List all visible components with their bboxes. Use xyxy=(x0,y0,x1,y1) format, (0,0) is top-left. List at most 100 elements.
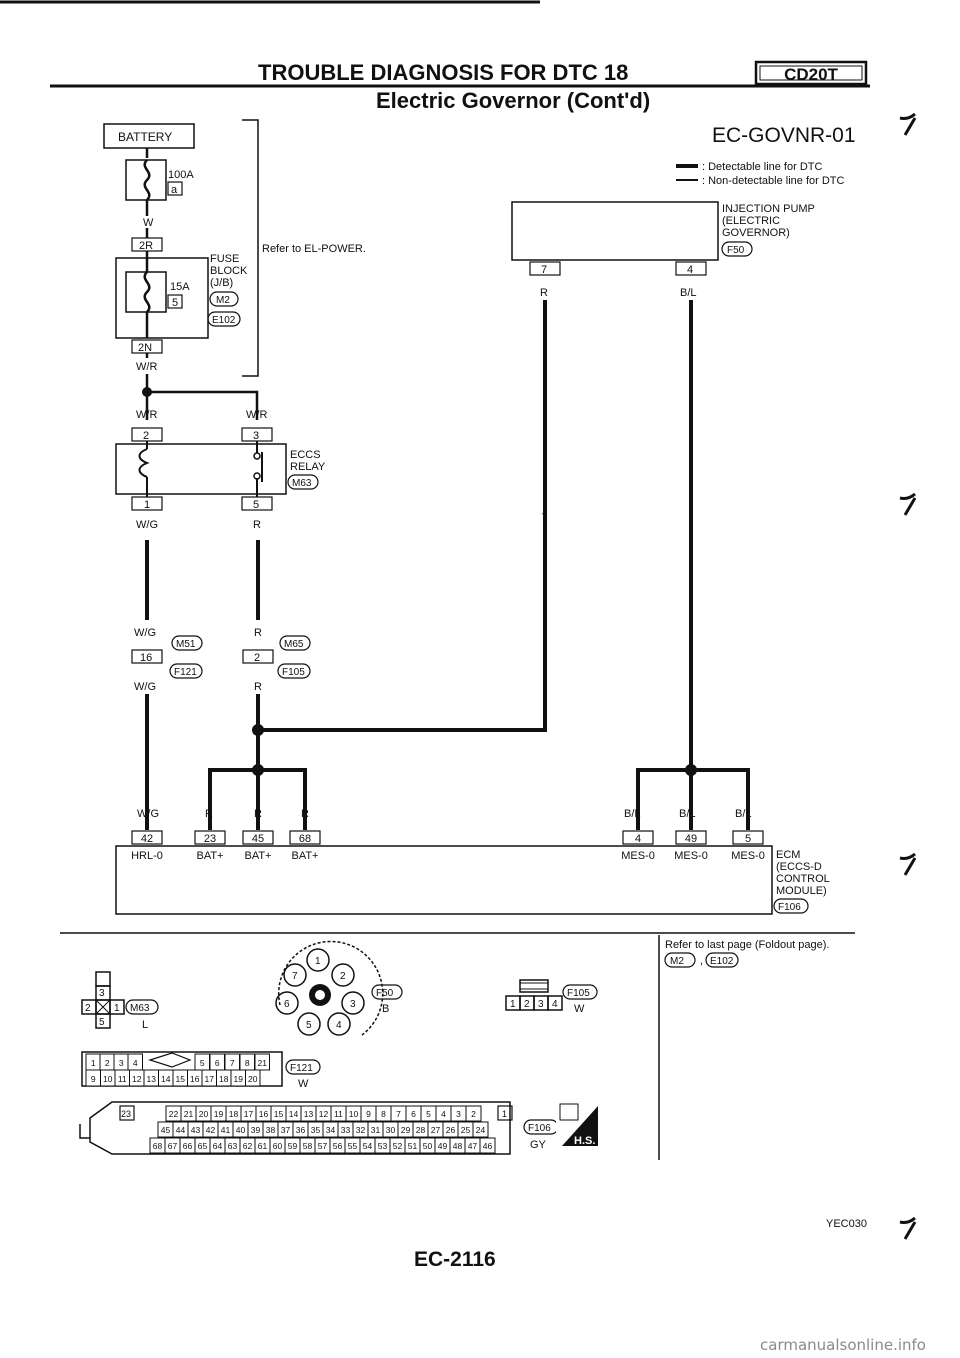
fuse-100a-pin: a xyxy=(171,184,178,196)
f121-pin-1: 1 xyxy=(91,1058,96,1068)
wire-color-wg-3: W/G xyxy=(134,681,156,693)
wire-color-wg-2: W/G xyxy=(134,627,156,639)
f105-pin-1: 1 xyxy=(510,999,516,1010)
f106-pin-24: 24 xyxy=(476,1125,486,1135)
f106-pin-49: 49 xyxy=(438,1141,448,1151)
f106-pin-55: 55 xyxy=(348,1141,358,1151)
joint-right-conn-bot xyxy=(277,663,311,679)
f106-pin-10: 10 xyxy=(349,1109,359,1119)
f106-pin-33: 33 xyxy=(341,1125,351,1135)
ecm-pin-box-5 xyxy=(732,830,764,845)
wire-color-wr-right: W/R xyxy=(246,409,267,421)
f106-pin-11: 11 xyxy=(334,1109,343,1119)
m63-code: M63 xyxy=(130,1003,150,1014)
pump-pin-box-4 xyxy=(675,261,707,276)
f121-pin-21: 21 xyxy=(258,1058,268,1068)
refer-conn-m2-label: M2 xyxy=(670,956,684,967)
relay-switch-icon xyxy=(256,441,263,497)
f121-pin-14: 14 xyxy=(161,1074,171,1084)
f106-pin-40: 40 xyxy=(236,1125,246,1135)
f106-pin-24-box xyxy=(472,1121,489,1138)
pump-pin-box-7 xyxy=(529,261,561,276)
wire-color-r-2: R xyxy=(254,627,262,639)
f106-pin-19: 19 xyxy=(214,1109,224,1119)
fuse-100a-icon xyxy=(143,148,151,216)
f121-pin-19: 19 xyxy=(234,1074,244,1084)
connector-m63: 3 2 1 5 M63 L xyxy=(81,971,159,1031)
f121-pin-4: 4 xyxy=(133,1058,138,1068)
pump-conn-f50 xyxy=(721,241,753,257)
f106-pin-29: 29 xyxy=(401,1125,411,1135)
relay-pin-3: 3 xyxy=(253,430,259,442)
f121-pin-12: 12 xyxy=(132,1074,142,1084)
ecm-conn-f106-label: F106 xyxy=(778,902,801,913)
f106-pin-50: 50 xyxy=(423,1141,433,1151)
f121-pin-2: 2 xyxy=(105,1058,110,1068)
connector-f105: 1 2 3 4 F105 W xyxy=(505,979,598,1015)
f105-pin-3: 3 xyxy=(538,999,544,1010)
m63-pin-5: 5 xyxy=(99,1017,105,1028)
f121-pin-6: 6 xyxy=(215,1058,220,1068)
f106-pin-20: 20 xyxy=(199,1109,209,1119)
refer-conn-e102 xyxy=(705,952,739,968)
f106-pin-68: 68 xyxy=(153,1141,163,1151)
f121-code: F121 xyxy=(290,1063,313,1074)
engine-badge-label: CD20T xyxy=(784,65,838,84)
relay-pin-2: 2 xyxy=(143,430,149,442)
f106-pin-4: 4 xyxy=(441,1109,446,1119)
pump-label-2: (ELECTRIC xyxy=(722,215,780,227)
ecm-pin-49: 49 xyxy=(685,833,697,845)
ecm-pin-4: 4 xyxy=(635,833,641,845)
f106-pin-46-box xyxy=(479,1137,496,1154)
m63-pin-1: 1 xyxy=(114,1003,120,1014)
f106-pin-22: 22 xyxy=(169,1109,179,1119)
fuse-block-label-3: (J/B) xyxy=(210,277,233,289)
f106-pin-39: 39 xyxy=(251,1125,261,1135)
f121-pin-20-box xyxy=(245,1069,261,1087)
ecm-pin-box-42 xyxy=(131,830,163,845)
ecm-pin-group: 42HRL-023BAT+45BAT+68BAT+4MES-049MES-05M… xyxy=(131,800,765,862)
f105-pin-4: 4 xyxy=(552,999,558,1010)
refer-el-power: Refer to EL-POWER. xyxy=(262,243,366,255)
refer-conn-e102-label: E102 xyxy=(710,956,734,967)
hs-badge-icon xyxy=(562,1106,598,1146)
ecm-pin-name-4: MES-0 xyxy=(621,850,655,862)
f106-pin-14: 14 xyxy=(289,1109,299,1119)
f105-code: F105 xyxy=(567,988,590,999)
page-subtitle: Electric Governor (Cont'd) xyxy=(376,88,650,113)
ecm-pin-box-23 xyxy=(194,830,226,845)
watermark: carmanualsonline.info xyxy=(760,1336,926,1354)
f106-pin-34: 34 xyxy=(326,1125,336,1135)
f50-pin-5: 5 xyxy=(306,1020,312,1031)
wire-color-bl-pump: B/L xyxy=(680,287,697,299)
joint-right-conn-bot-label: F105 xyxy=(282,667,305,678)
relay-coil-icon xyxy=(138,441,150,497)
f121-pin-17: 17 xyxy=(205,1074,215,1084)
f106-pin-25: 25 xyxy=(461,1125,471,1135)
relay-pin-5: 5 xyxy=(253,499,259,511)
f121-pin-5: 5 xyxy=(200,1058,205,1068)
f106-pin-46: 46 xyxy=(483,1141,493,1151)
f106-pin-61: 61 xyxy=(258,1141,268,1151)
ecm-box xyxy=(115,845,773,915)
f106-pin-60: 60 xyxy=(273,1141,283,1151)
corner-mark-icon-4 xyxy=(899,1216,917,1240)
f106-pin-36: 36 xyxy=(296,1125,306,1135)
f106-pin-57: 57 xyxy=(318,1141,328,1151)
ecm-pin-box-49 xyxy=(675,830,707,845)
relay-pin-1: 1 xyxy=(144,499,150,511)
pump-conn-f50-label: F50 xyxy=(727,245,745,256)
ecm-label-2: (ECCS-D xyxy=(776,861,822,873)
fuse-15a-icon xyxy=(143,251,151,338)
f106-pin-59: 59 xyxy=(288,1141,298,1151)
ecm-pin-5: 5 xyxy=(745,833,751,845)
fuse-block-label-1: FUSE xyxy=(210,253,239,265)
figure-code: YEC030 xyxy=(826,1218,867,1230)
fuse-block-box xyxy=(115,257,209,339)
f50-code: F50 xyxy=(376,988,394,999)
legend-detectable: : Detectable line for DTC xyxy=(702,161,822,173)
f106-pin-8: 8 xyxy=(381,1109,386,1119)
injection-pump-box xyxy=(511,201,719,261)
